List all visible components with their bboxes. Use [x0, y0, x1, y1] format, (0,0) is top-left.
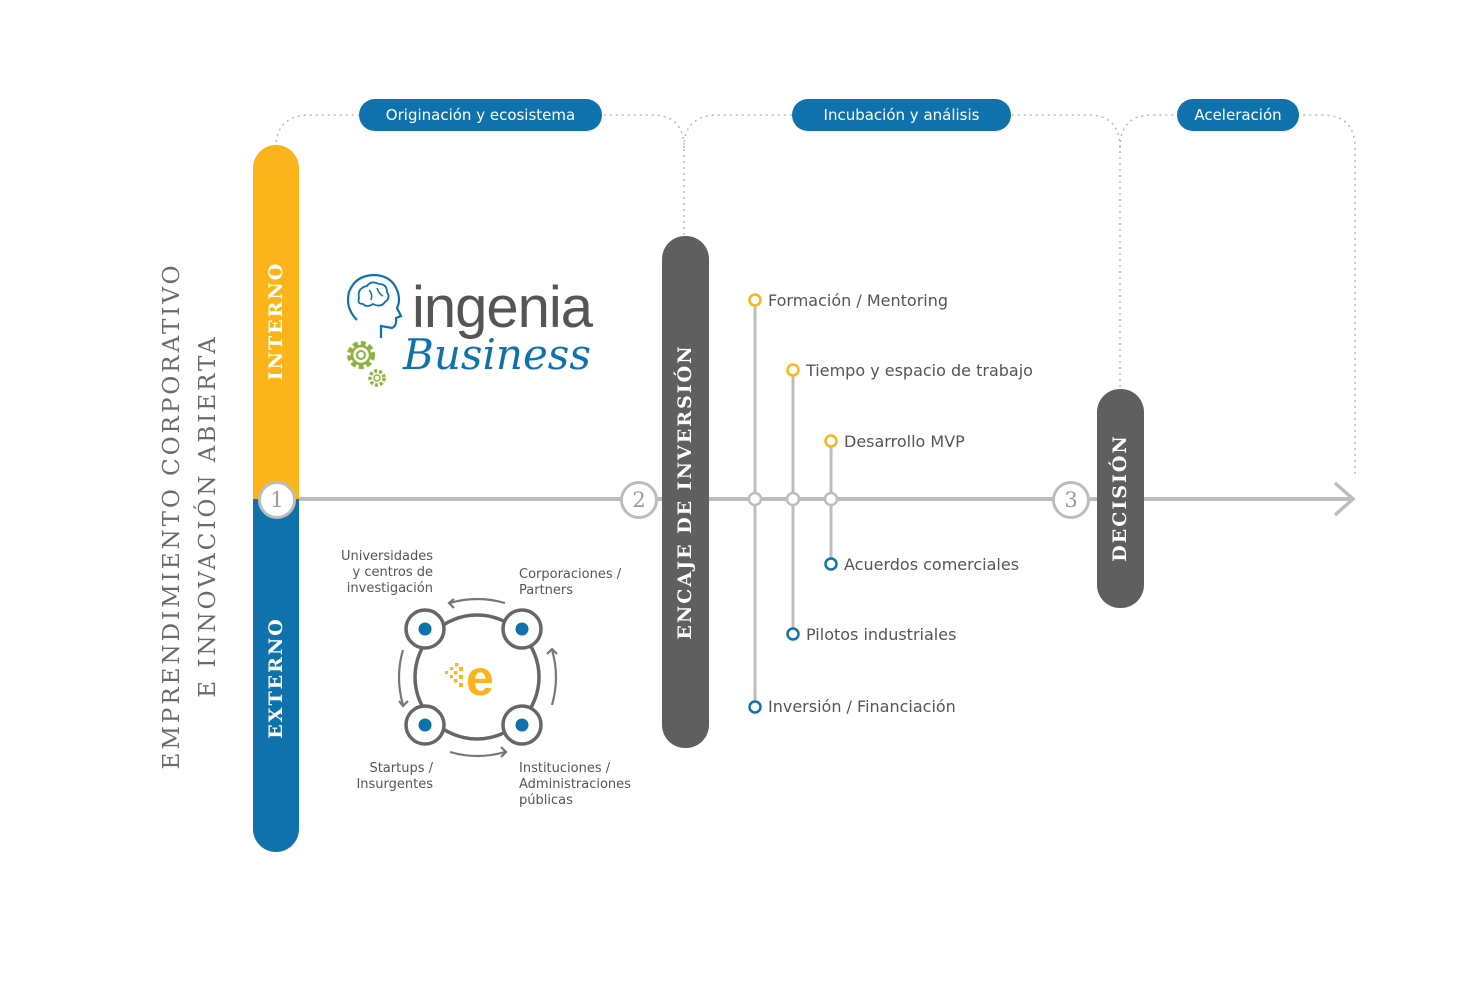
cycle-arrow-left [397, 649, 405, 706]
investment-fit-bar [662, 236, 709, 748]
branch-acuerdos-comerciales: Acuerdos comerciales [844, 555, 1020, 574]
marker-formacion [748, 293, 762, 307]
junction-3 [823, 491, 839, 507]
branch-desarrollo-mvp: Desarrollo MVP [844, 432, 965, 451]
side-title-line2: E INNOVACIÓN ABIERTA [195, 334, 221, 698]
external-bar [253, 499, 299, 852]
step-2-badge: 2 [620, 481, 658, 519]
node-instituciones: Instituciones / Administraciones pública… [519, 761, 631, 808]
junction-1 [747, 491, 763, 507]
side-title-line1: EMPRENDIMIENTO CORPORATIVO [159, 262, 185, 770]
phase-bracket-aceleracion [1119, 114, 1356, 478]
ingenia-business-logo: ingenia Business [335, 268, 635, 398]
decision-bar [1097, 389, 1144, 608]
ecosystem-e-logo: e [466, 650, 494, 706]
node-universidades: Universidades y centros de investigación [340, 549, 433, 596]
marker-inversion [748, 700, 762, 714]
brain-gear-icon [346, 273, 403, 387]
branch-inversion-financiacion: Inversión / Financiación [768, 697, 956, 716]
branch-pilotos-industriales: Pilotos industriales [806, 625, 957, 644]
phase-pill-originacion: Originación y ecosistema [359, 99, 602, 131]
cycle-arrow-bottom [449, 750, 506, 758]
step-1-badge: 1 [258, 481, 296, 519]
phase-pill-incubacion: Incubación y análisis [792, 99, 1011, 131]
marker-tiempo [786, 363, 800, 377]
node-startups: Startups / Insurgentes [356, 761, 433, 792]
node-corporaciones: Corporaciones / Partners [519, 567, 622, 598]
cycle-arrow-top [449, 597, 506, 605]
internal-bar [253, 145, 299, 499]
phase-bracket-incubacion [683, 114, 1121, 392]
marker-pilotos [786, 627, 800, 641]
side-title: EMPRENDIMIENTO CORPORATIVO E INNOVACIÓN … [154, 216, 226, 816]
external-label: EXTERNO [265, 617, 287, 739]
branch-tiempo-espacio: Tiempo y espacio de trabajo [806, 361, 1033, 380]
decision-label: DECISIÓN [1109, 434, 1131, 562]
phase-pill-aceleracion: Aceleración [1177, 99, 1299, 131]
cycle-arrow-right [550, 649, 558, 706]
ecosystem-cycle [397, 597, 558, 758]
marker-desarrollo [824, 434, 838, 448]
logo-word-business: Business [403, 330, 591, 379]
marker-acuerdos [824, 557, 838, 571]
investment-fit-label: ENCAJE DE INVERSIÓN [674, 344, 696, 640]
branch-formacion-mentoring: Formación / Mentoring [768, 291, 949, 310]
logo-word-ingenia: ingenia [412, 275, 593, 340]
junction-2 [785, 491, 801, 507]
step-3-badge: 3 [1052, 481, 1090, 519]
timeline-arrow-head [1333, 481, 1356, 517]
phase-bracket-originacion [275, 114, 685, 238]
internal-label: INTERNO [265, 261, 287, 381]
